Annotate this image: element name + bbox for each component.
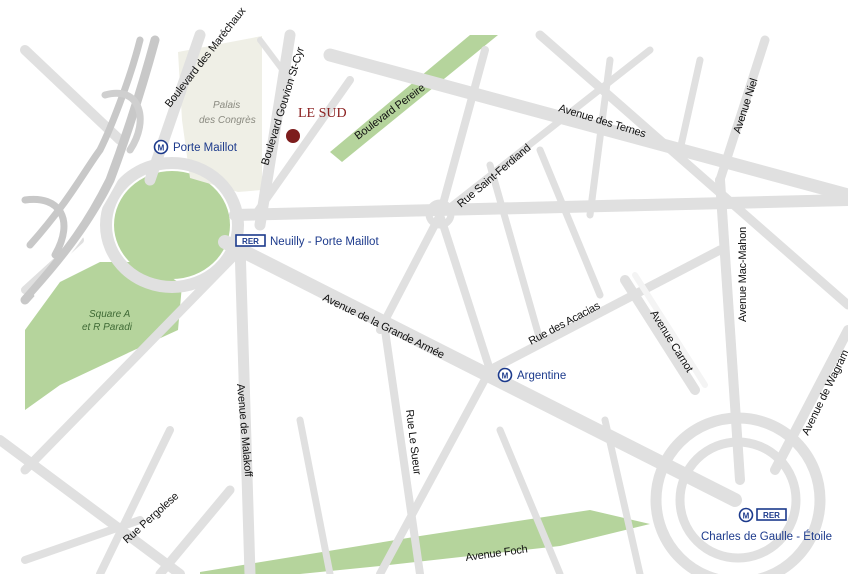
place-porte-maillot-park — [114, 171, 230, 279]
rer-badge: RER — [763, 511, 780, 520]
station-label: Argentine — [517, 370, 566, 382]
palais-label-line2: des Congrès — [199, 115, 256, 126]
rer-icon — [235, 234, 266, 247]
station-label: Charles de Gaulle - Étoile — [701, 530, 832, 543]
location-dot-icon[interactable] — [286, 129, 300, 143]
station-neuilly[interactable]: RER Neuilly - Porte Maillot — [235, 234, 379, 248]
square-label-line2: et R Paradi — [82, 322, 133, 333]
square-park — [25, 262, 182, 410]
boulevard-pereire-park — [330, 35, 498, 162]
street-avenue-mac-mahon: Avenue Mac-Mahon — [737, 227, 749, 322]
rer-icon — [756, 508, 787, 521]
palais-des-congres-building — [178, 36, 262, 192]
metro-badge: M — [502, 372, 509, 381]
metro-icon — [153, 139, 169, 155]
palais-label-line1: Palais — [213, 100, 240, 111]
station-charles-de-gaulle[interactable]: M RER Charles de Gaulle - Étoile — [701, 507, 832, 544]
station-porte-maillot[interactable]: M Porte Maillot — [153, 139, 238, 155]
metro-badge: M — [743, 512, 750, 521]
station-label: Neuilly - Porte Maillot — [270, 236, 379, 248]
rer-badge: RER — [242, 237, 259, 246]
metro-badge: M — [158, 144, 165, 153]
station-label: Porte Maillot — [173, 142, 238, 154]
station-argentine[interactable]: M Argentine — [497, 367, 567, 383]
rail-lines — [20, 35, 160, 305]
square-label-line1: Square A — [89, 309, 131, 320]
roads — [0, 29, 848, 574]
metro-icon — [497, 367, 513, 383]
metro-icon — [738, 507, 754, 523]
venue-label[interactable]: LE SUD — [298, 106, 347, 121]
